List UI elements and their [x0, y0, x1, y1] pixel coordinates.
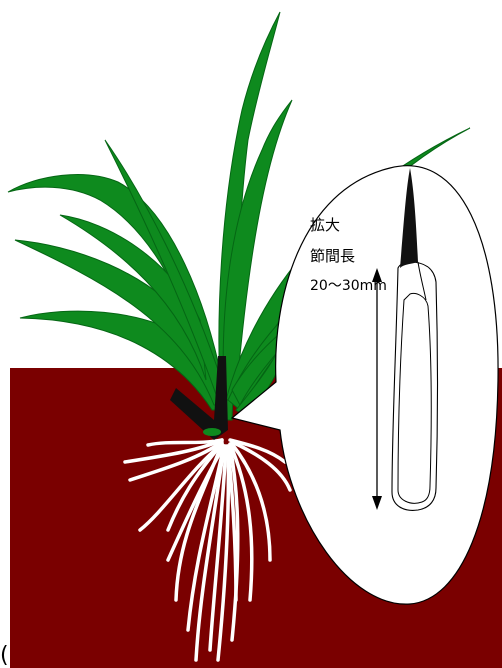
- root-strand: [138, 442, 224, 532]
- callout-label-internode: 節間長: [310, 247, 355, 265]
- root-strand: [216, 444, 231, 662]
- callout-label-enlarged: 拡大: [310, 216, 340, 234]
- root-strand: [186, 444, 226, 632]
- seedling-roots: [123, 438, 292, 662]
- leaf-up-right: [222, 99, 293, 401]
- elongated-node-icon: [170, 356, 228, 440]
- root-strand: [146, 438, 224, 447]
- leaf-up-left: [104, 139, 229, 401]
- magnified-stem-outline: [391, 261, 439, 511]
- root-strand: [228, 442, 254, 602]
- root-strand: [194, 444, 226, 662]
- magnified-sheath-line: [417, 261, 427, 301]
- root-strand: [208, 444, 228, 652]
- magnified-stem: [391, 168, 439, 511]
- stem-base-highlight: [203, 428, 221, 436]
- root-strand: [123, 438, 224, 464]
- double-headed-arrow-icon: [372, 268, 382, 510]
- root-strand: [230, 440, 292, 492]
- root-strand: [166, 442, 224, 532]
- magnified-node-tip: [400, 168, 418, 268]
- root-strand: [128, 440, 224, 482]
- root-strand: [228, 444, 240, 642]
- root-strand: [230, 442, 272, 562]
- root-strand: [166, 444, 226, 562]
- magnified-stem-inner: [397, 293, 432, 504]
- callout-label-measure: 20～30mm: [310, 278, 387, 294]
- root-strand: [226, 444, 238, 602]
- root-strand: [228, 438, 287, 464]
- corner-mark: (: [0, 643, 9, 668]
